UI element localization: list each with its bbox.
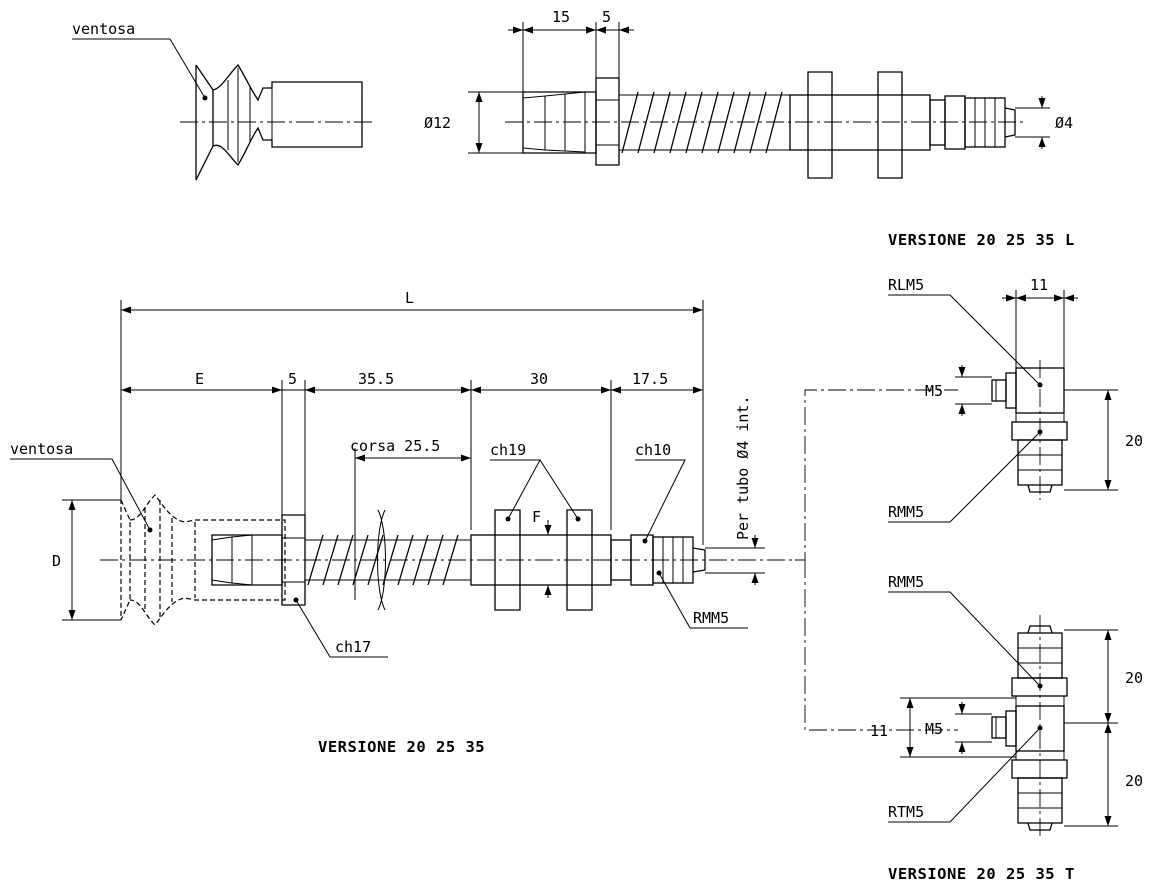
dim-35-5: 35.5 xyxy=(358,370,394,388)
rlm5-label: RLM5 xyxy=(888,276,924,294)
dim-5: 5 xyxy=(288,370,297,388)
version-t-m5: M5 xyxy=(925,720,943,738)
spring-coil xyxy=(733,91,751,154)
dim-17-5: 17.5 xyxy=(632,370,668,388)
version-l-m5: M5 xyxy=(925,382,943,400)
main-dimensions xyxy=(62,300,704,621)
spring-coil xyxy=(669,91,687,154)
version-l-title: VERSIONE 20 25 35 L xyxy=(888,231,1075,249)
top-diam-4: Ø4 xyxy=(1055,114,1073,132)
ch10-label: ch10 xyxy=(635,441,671,459)
version-l-drawing xyxy=(888,290,1118,523)
top-ventosa-label: ventosa xyxy=(72,20,135,38)
version-t-dim-11: 11 xyxy=(870,722,888,740)
rmm5-label: RMM5 xyxy=(693,609,729,627)
version-l-dim-20: 20 xyxy=(1125,432,1143,450)
spring-coil xyxy=(322,534,339,586)
version-l-dim-11: 11 xyxy=(1030,276,1048,294)
version-t-dim-20-bottom: 20 xyxy=(1125,772,1143,790)
spring-coil xyxy=(621,91,639,154)
spring-coil xyxy=(637,91,655,154)
top-spring-assembly xyxy=(468,22,1050,179)
dim-D: D xyxy=(52,552,61,570)
version-t-dim-20-top: 20 xyxy=(1125,669,1143,687)
spring-coil xyxy=(685,91,703,154)
rtm5-label: RTM5 xyxy=(888,803,924,821)
main-ventosa-drawing xyxy=(10,458,286,626)
spring-coil xyxy=(352,534,369,586)
spring-coil xyxy=(717,91,735,154)
top-diam-12: Ø12 xyxy=(424,114,451,132)
dim-30: 30 xyxy=(530,370,548,388)
ch19-label: ch19 xyxy=(490,441,526,459)
F-label: F xyxy=(532,508,541,526)
version-t-title: VERSIONE 20 25 35 T xyxy=(888,865,1075,883)
spring-coil xyxy=(749,91,767,154)
top-dim-15: 15 xyxy=(552,8,570,26)
top-ventosa-drawing xyxy=(72,38,372,181)
spring-coil xyxy=(765,91,783,154)
tube-label: Per tubo Ø4 int. xyxy=(734,396,752,541)
version-t-rmm5: RMM5 xyxy=(888,573,924,591)
main-version-title: VERSIONE 20 25 35 xyxy=(318,738,485,756)
main-spring-assembly xyxy=(100,389,958,731)
ch17-label: ch17 xyxy=(335,638,371,656)
spring-coil xyxy=(653,91,671,154)
spring-coil xyxy=(701,91,719,154)
dim-L: L xyxy=(405,289,414,307)
top-dim-5: 5 xyxy=(602,8,611,26)
corsa-label: corsa 25.5 xyxy=(350,437,440,455)
dim-E: E xyxy=(195,370,204,388)
version-t-drawing xyxy=(888,591,1118,840)
version-l-rmm5: RMM5 xyxy=(888,503,924,521)
main-ventosa-label: ventosa xyxy=(10,440,73,458)
